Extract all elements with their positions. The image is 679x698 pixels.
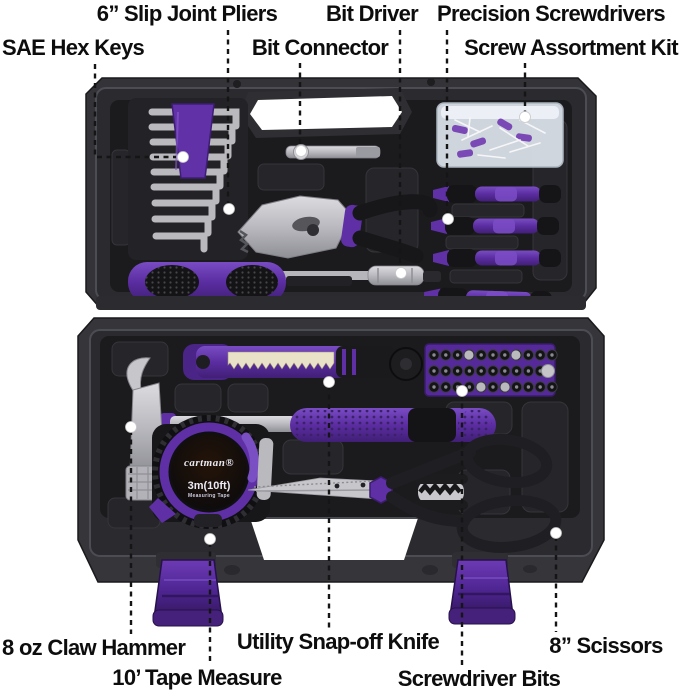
base-handle-cutout [250,518,418,560]
sae-hex-keys [128,98,248,260]
tape-measure: cartman® 3m(10ft) Measuring Tape [149,415,274,529]
precision-screwdriver-1 [433,185,561,203]
case-lid [85,77,597,310]
tape-capacity-text: 3m(10ft) [188,480,231,492]
latch-right [448,552,516,625]
label-screwdriver-bits: Screwdriver Bits [397,666,561,691]
label-claw-hammer: 8 oz Claw Hammer [2,635,186,660]
label-screw-assortment-kit: Screw Assortment Kit [464,35,679,60]
leader-lines [93,30,558,665]
lid-handle-slot [240,88,412,138]
lid-hinge-edge [96,296,586,310]
label-sae-hex-keys: SAE Hex Keys [2,35,145,60]
utility-knife [183,344,423,381]
tape-subtitle-text: Measuring Tape [188,493,230,499]
tape-brand-text: cartman® [184,457,234,469]
scissors-gripper [414,474,468,510]
label-scissors: 8” Scissors [549,633,663,658]
leader-dots [125,111,562,545]
leader-sae-hex-keys [93,64,176,159]
label-bit-connector: Bit Connector [251,35,389,60]
label-slip-joint-pliers: 6” Slip Joint Pliers [96,1,278,26]
label-tape-measure: 10’ Tape Measure [112,665,282,690]
screwdriver-bits [424,343,558,397]
scissors [247,433,562,553]
hammer-grip [290,408,496,442]
latch-left [152,552,224,627]
stubby-screwdriver [128,262,352,302]
slip-joint-pliers [237,194,438,264]
label-utility-knife: Utility Snap-off Knife [236,629,440,654]
precision-screwdriver-3 [433,249,561,267]
screw-assortment-box [436,102,564,168]
label-precision-screwdrivers: Precision Screwdrivers [437,1,666,26]
label-bit-driver: Bit Driver [325,1,419,26]
